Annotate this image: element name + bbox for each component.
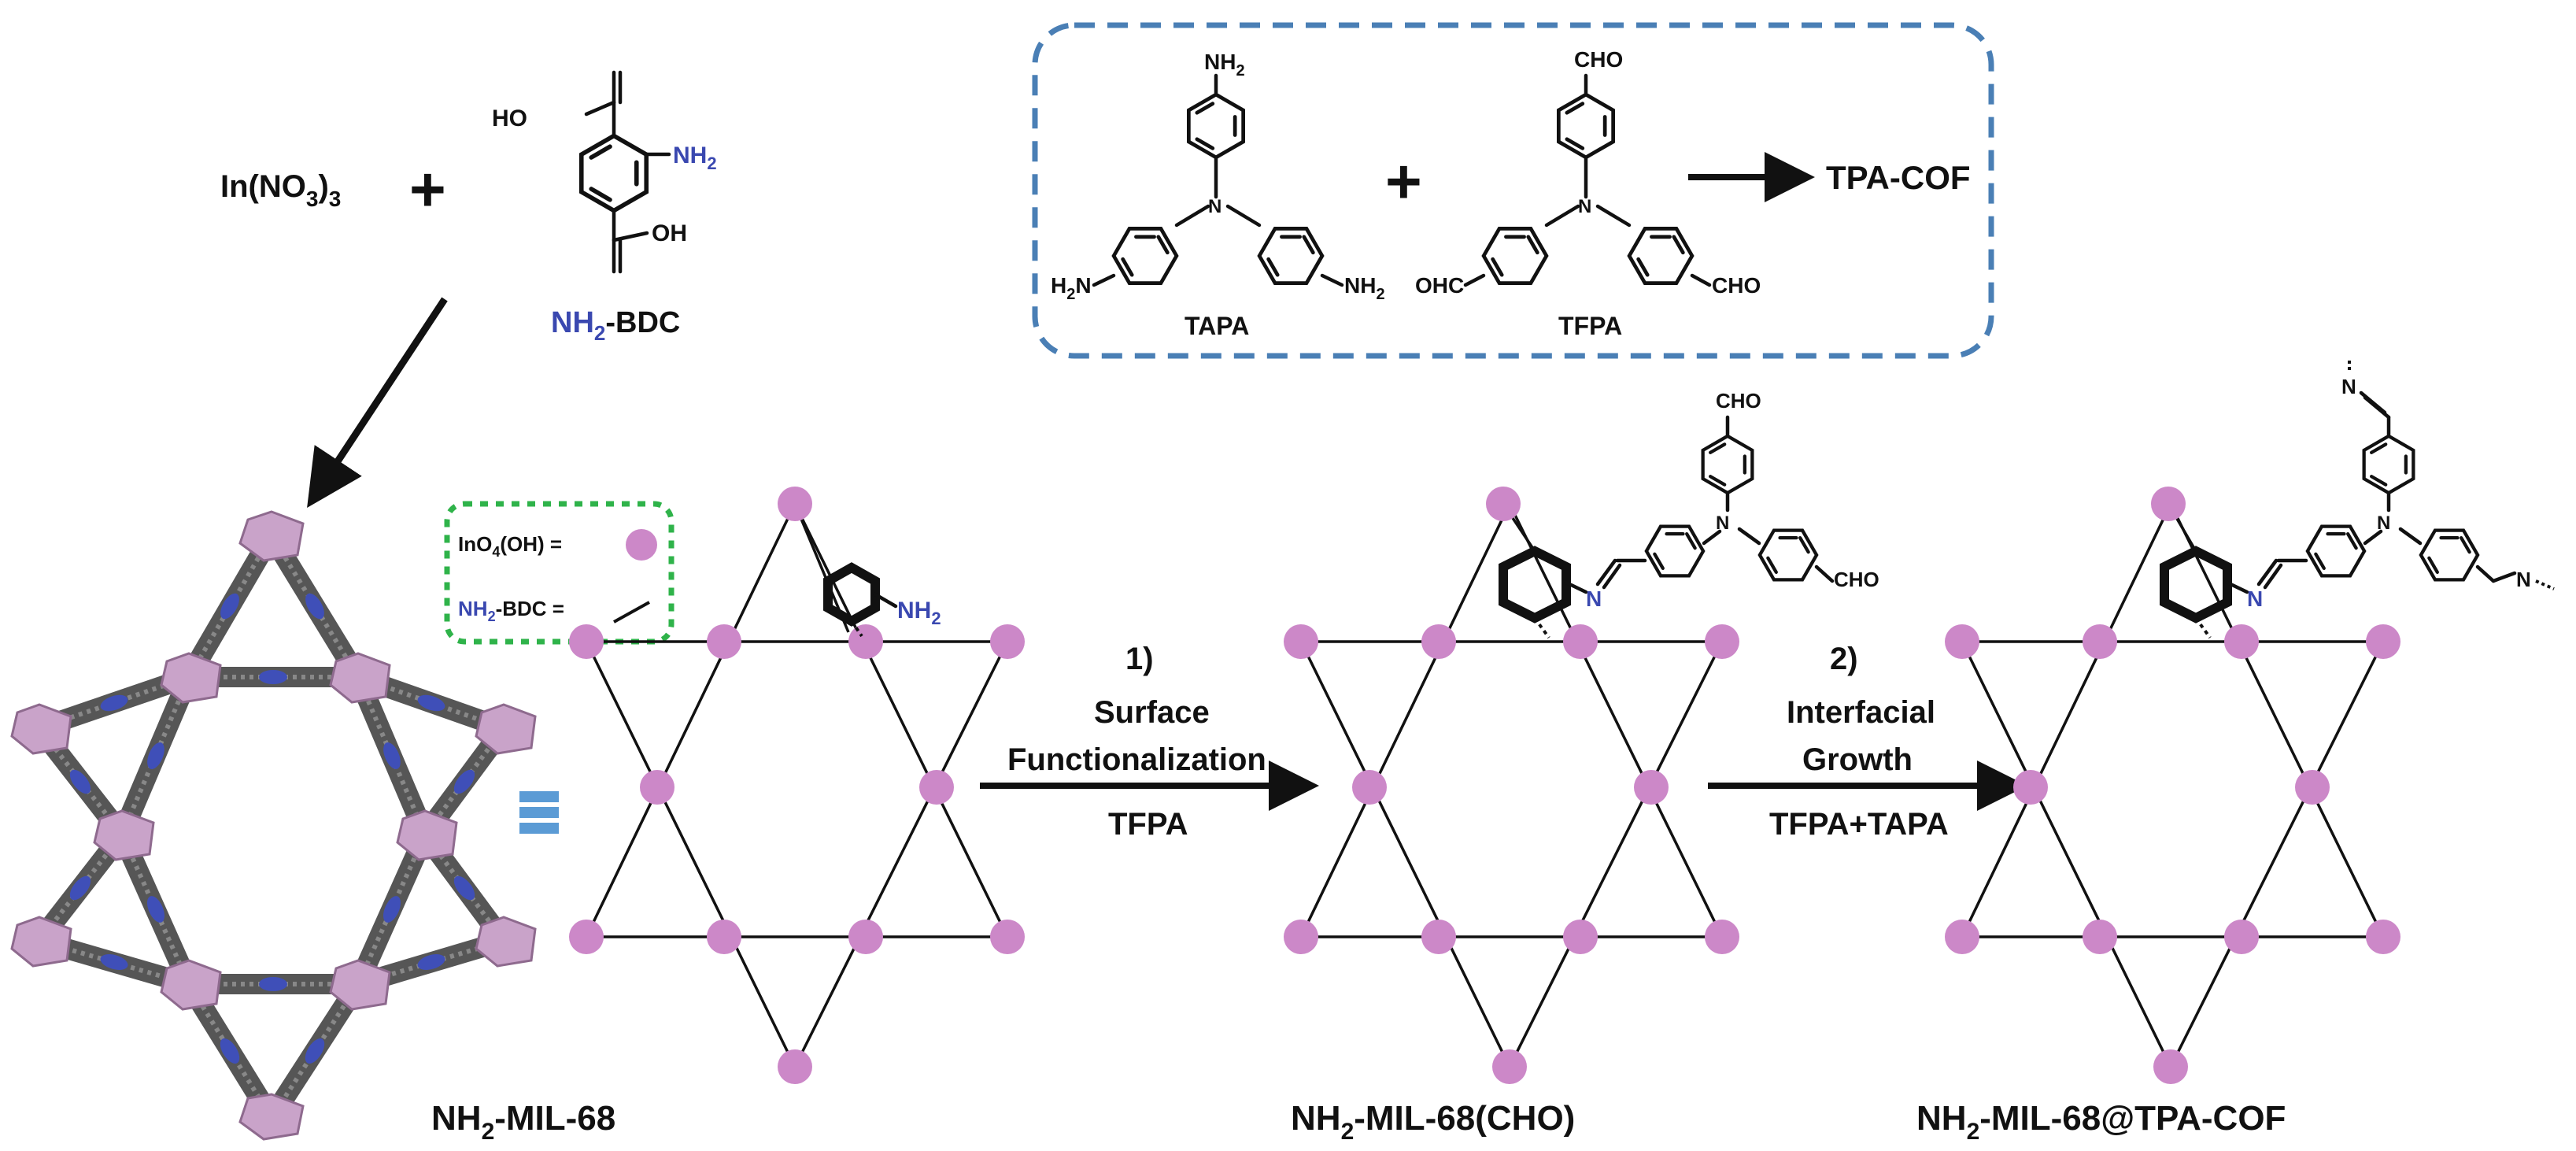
mil68-crystal-structure xyxy=(10,510,537,1141)
step1-arrow: 1) Surface Functionalization TFPA xyxy=(980,642,1319,842)
legend-linker-swatch xyxy=(613,601,650,624)
svg-text:CHO: CHO xyxy=(1712,273,1761,298)
svg-text:NH2: NH2 xyxy=(1344,273,1385,303)
step1-line1: Surface xyxy=(1094,695,1210,730)
tapa-structure: NH2 N H2N NH2 xyxy=(1051,50,1385,303)
legend-node-label: InO4(OH) = xyxy=(458,532,562,560)
legend-linker-label: NH2-BDC = xyxy=(458,597,564,624)
svg-text:N: N xyxy=(1208,196,1221,217)
network-mil68-cho: N N CHO CHO xyxy=(1284,389,1879,1084)
plus-sign-2: + xyxy=(1385,146,1422,217)
nh2-bdc-structure: HO OH NH2 xyxy=(492,70,717,274)
step2-line2: Growth xyxy=(1802,742,1913,777)
legend-node-swatch xyxy=(626,529,657,561)
step1-line2: Functionalization xyxy=(1007,742,1266,777)
nh2-bdc-label: NH2-BDC xyxy=(551,306,680,345)
mof3-label: NH2-MIL-68@TPA-COF xyxy=(1916,1099,2286,1145)
step2-arrow: 2) Interfacial Growth TFPA+TAPA xyxy=(1708,642,2027,842)
svg-text:N: N xyxy=(1716,513,1729,534)
mof1-label: NH2-MIL-68 xyxy=(431,1099,615,1145)
tpa-cof-product: TPA-COF xyxy=(1826,159,1971,196)
svg-text:N: N xyxy=(2516,568,2531,591)
svg-text:N: N xyxy=(1578,196,1591,217)
svg-text:N: N xyxy=(2247,587,2263,611)
metal-salt-formula: In(NO3)3 xyxy=(220,169,341,211)
svg-text:CHO: CHO xyxy=(1574,47,1623,72)
legend-box: InO4(OH) = NH2-BDC = xyxy=(444,501,674,645)
svg-text:NH2: NH2 xyxy=(1204,50,1245,80)
mof1-nh2: NH2 xyxy=(897,598,941,628)
network-mil68-tpa-cof: N N N N xyxy=(1945,358,2555,1084)
step2-number: 2) xyxy=(1830,642,1858,676)
tapa-label: TAPA xyxy=(1185,312,1249,340)
mof2-label: NH2-MIL-68(CHO) xyxy=(1291,1099,1575,1145)
tfpa-label: TFPA xyxy=(1558,312,1622,340)
svg-text:N: N xyxy=(2341,375,2356,398)
equals-icon xyxy=(519,791,559,834)
svg-text:N: N xyxy=(2377,513,2390,534)
metal-salt-text: In(NO3)3 xyxy=(220,169,341,211)
linker-nh2: NH2 xyxy=(673,142,717,173)
plus-sign-1: + xyxy=(409,154,446,224)
step2-line1: Interfacial xyxy=(1787,695,1935,730)
step2-reagent: TFPA+TAPA xyxy=(1769,807,1949,842)
step1-number: 1) xyxy=(1125,642,1154,676)
cof-monomer-box xyxy=(1032,22,1994,359)
svg-text:H2N: H2N xyxy=(1051,273,1092,303)
synthesis-arrow xyxy=(307,297,448,509)
tfpa-structure: CHO N OHC CHO xyxy=(1415,47,1761,298)
svg-text:N: N xyxy=(1586,587,1602,611)
svg-text:CHO: CHO xyxy=(1716,389,1761,413)
svg-text:HO: HO xyxy=(492,105,527,131)
network-mil68: NH2 xyxy=(569,487,1025,1084)
svg-text:OH: OH xyxy=(652,220,687,246)
step1-reagent: TFPA xyxy=(1108,807,1188,842)
svg-text:CHO: CHO xyxy=(1834,568,1879,591)
svg-text:OHC: OHC xyxy=(1415,273,1464,298)
